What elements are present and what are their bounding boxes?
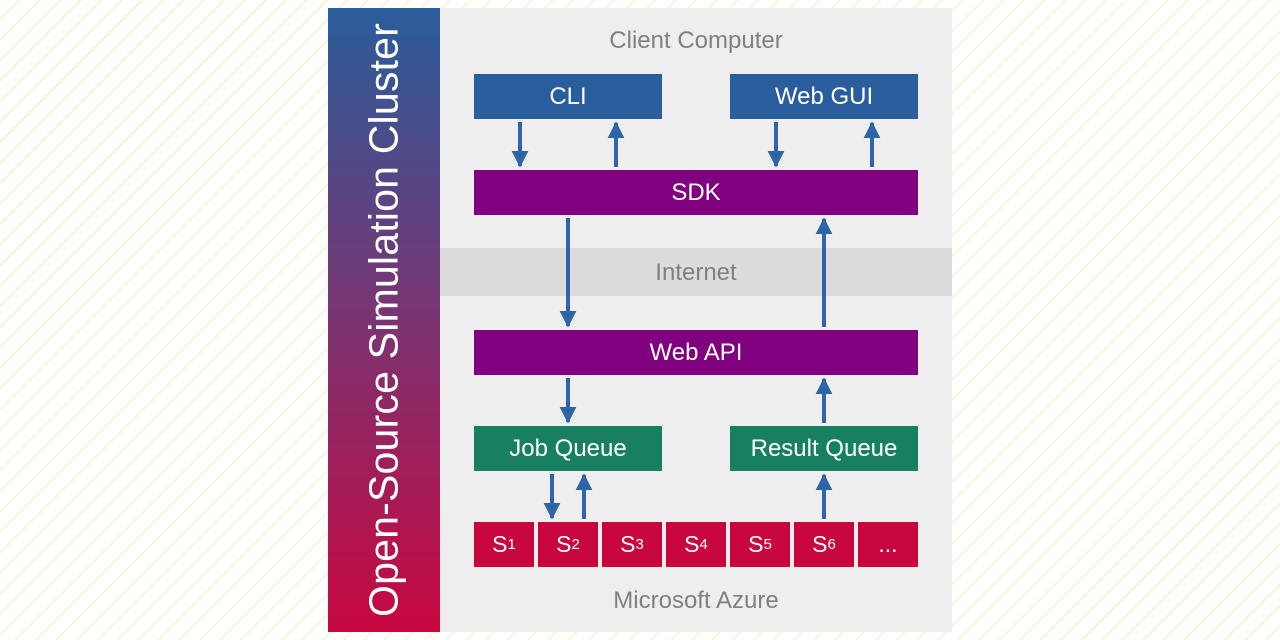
web-api-box: Web API: [474, 330, 918, 375]
client-computer-label: Client Computer: [609, 27, 783, 54]
sdk-box: SDK: [474, 170, 918, 215]
simulator-letter: S: [620, 531, 636, 557]
job-queue-box: Job Queue: [474, 426, 662, 471]
internet-label: Internet: [655, 259, 737, 286]
simulator-letter: S: [556, 531, 572, 557]
simulator-more-box: ...: [858, 522, 918, 567]
simulator-letter: S: [492, 531, 508, 557]
internet-band: [440, 248, 952, 296]
simulator-letter: S: [748, 531, 764, 557]
microsoft-azure-label: Microsoft Azure: [613, 587, 779, 614]
simulator-letter: S: [684, 531, 700, 557]
web-gui-box: Web GUI: [730, 74, 918, 119]
sidebar-banner: Open-Source Simulation Cluster: [328, 8, 440, 632]
sidebar-title: Open-Source Simulation Cluster: [360, 23, 407, 617]
simulator-letter: S: [812, 531, 828, 557]
cli-box: CLI: [474, 74, 662, 119]
result-queue-box: Result Queue: [730, 426, 918, 471]
